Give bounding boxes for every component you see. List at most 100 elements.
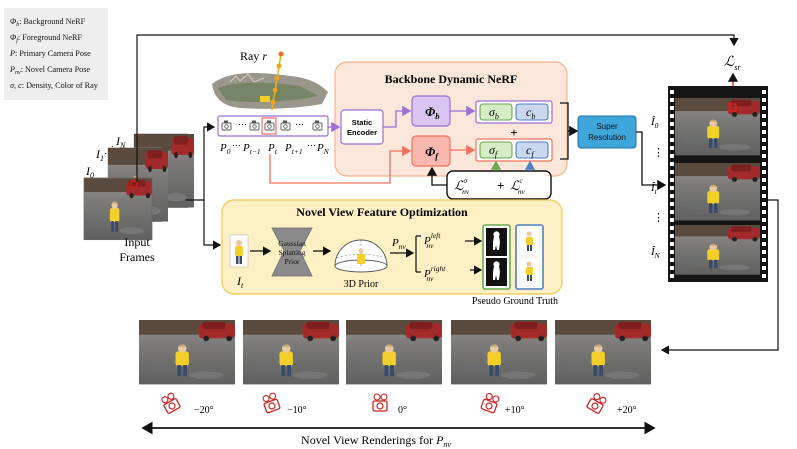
- static-encoder-label-1: Static: [352, 118, 372, 127]
- output-label-0: Î0: [650, 116, 659, 130]
- camera-icon: [280, 120, 291, 131]
- input-frames-label-1: Input: [124, 235, 150, 249]
- film-hole: [670, 234, 674, 238]
- film-hole: [670, 146, 674, 150]
- optimization-input-image: [229, 234, 249, 268]
- film-hole: [670, 194, 674, 198]
- film-hole: [762, 194, 766, 198]
- angle-label-minus-20: −20°: [194, 405, 214, 416]
- frame-label-n: IN: [115, 134, 126, 150]
- film-hole: [762, 146, 766, 150]
- pose-label-t: Pt: [267, 142, 278, 156]
- film-hole: [762, 154, 766, 158]
- output-label-n: ÎN: [650, 246, 661, 260]
- film-hole: [762, 266, 766, 270]
- renderings-caption: Novel View Renderings for Pnv: [301, 433, 451, 449]
- film-hole: [670, 98, 674, 102]
- film-hole: [670, 130, 674, 134]
- angle-label-minus-10: −10°: [287, 405, 307, 416]
- film-hole: [762, 90, 766, 94]
- arrow-output-to-renderings: [660, 199, 779, 355]
- film-hole: [762, 178, 766, 182]
- arrow-encoder-to-phib: [383, 105, 412, 128]
- film-hole: [670, 258, 674, 262]
- pose-label-n: PN: [316, 142, 330, 156]
- loss-plus: +: [497, 178, 504, 193]
- arrow-loss-to-phif: [426, 166, 447, 186]
- phi-f-box: [411, 135, 451, 167]
- optimization-input-label: It: [236, 274, 244, 290]
- film-hole: [762, 258, 766, 262]
- output-film-strip: Î0 ⋮ Ît ⋮ ÎN: [650, 86, 768, 282]
- pose-strip-box: [217, 115, 329, 137]
- camera-icon: [161, 392, 181, 414]
- output-dots-2: ⋮: [653, 212, 664, 224]
- super-resolution-box: [577, 115, 637, 149]
- 3d-prior-dome: [334, 239, 388, 273]
- output-frame-0: [675, 98, 760, 156]
- super-resolution: Super Resolution: [577, 115, 637, 149]
- film-hole: [762, 122, 766, 126]
- legend-item: Pnv: Novel Camera Pose: [9, 65, 90, 76]
- film-hole: [670, 250, 674, 254]
- film-hole: [762, 170, 766, 174]
- film-hole: [762, 130, 766, 134]
- pose-strip: ⋯ ⋯ P0 ⋯ Pt−1 Pt Pt+1 ⋯ PN: [217, 115, 330, 156]
- film-hole: [670, 202, 674, 206]
- backbone-title: Backbone Dynamic NeRF: [385, 72, 518, 86]
- film-hole: [670, 138, 674, 142]
- film-hole: [670, 186, 674, 190]
- film-hole: [762, 210, 766, 214]
- sr-loss-label: ℒsr: [724, 55, 741, 72]
- sigma-b-box: [479, 103, 513, 121]
- super-resolution-label-2: Resolution: [588, 133, 626, 142]
- film-hole: [762, 218, 766, 222]
- film-hole: [762, 114, 766, 118]
- novel-view-optimization: Novel View Feature Optimization It Gauss…: [221, 199, 563, 295]
- film-hole: [762, 242, 766, 246]
- output-frame-n: [675, 225, 760, 275]
- rendering-plus-20: [555, 320, 651, 385]
- film-hole: [670, 274, 674, 278]
- film-hole: [762, 106, 766, 110]
- film-hole: [670, 122, 674, 126]
- output-frame-t: [675, 163, 760, 221]
- frame-dots: ⋰: [104, 145, 114, 156]
- 3d-prior-label: 3D Prior: [344, 279, 379, 290]
- camera-icon: [249, 120, 260, 131]
- camera-icon: [262, 392, 281, 414]
- film-hole: [670, 226, 674, 230]
- film-hole: [670, 266, 674, 270]
- input-frames: ⋰ IN I1 I0 Input Frames: [83, 133, 194, 264]
- film-hole: [670, 218, 674, 222]
- pnv-label: Pnv: [391, 237, 406, 251]
- film-hole: [670, 170, 674, 174]
- film-hole: [670, 90, 674, 94]
- c-b-box: [515, 103, 549, 121]
- gs-prior-label-3: Prior: [285, 257, 301, 266]
- c-f-label: cf: [526, 143, 535, 159]
- arrow-input-to-optimization: [203, 200, 222, 250]
- gs-prior-label-1: Gaussian: [278, 239, 306, 248]
- film-hole: [762, 186, 766, 190]
- rendering-0: [346, 320, 442, 385]
- camera-icon: [586, 393, 607, 414]
- film-hole: [670, 178, 674, 182]
- pose-dots-1: ⋯: [238, 119, 247, 129]
- arrow-input-to-sr-loss: [136, 34, 739, 182]
- phi-f-label: Φf: [425, 144, 439, 161]
- camera-icon: [312, 120, 323, 131]
- input-frames-label-2: Frames: [119, 250, 155, 264]
- pose-dots-2: ⋯: [295, 119, 304, 129]
- camera-icon: [221, 120, 232, 131]
- film-hole: [762, 202, 766, 206]
- film-hole: [762, 162, 766, 166]
- angle-label-plus-10: +10°: [505, 405, 525, 416]
- c-b-label: cb: [526, 105, 535, 121]
- rendering-minus-20: [139, 320, 235, 385]
- camera-icon: [264, 120, 275, 131]
- sigma-f-label: σf: [489, 143, 499, 159]
